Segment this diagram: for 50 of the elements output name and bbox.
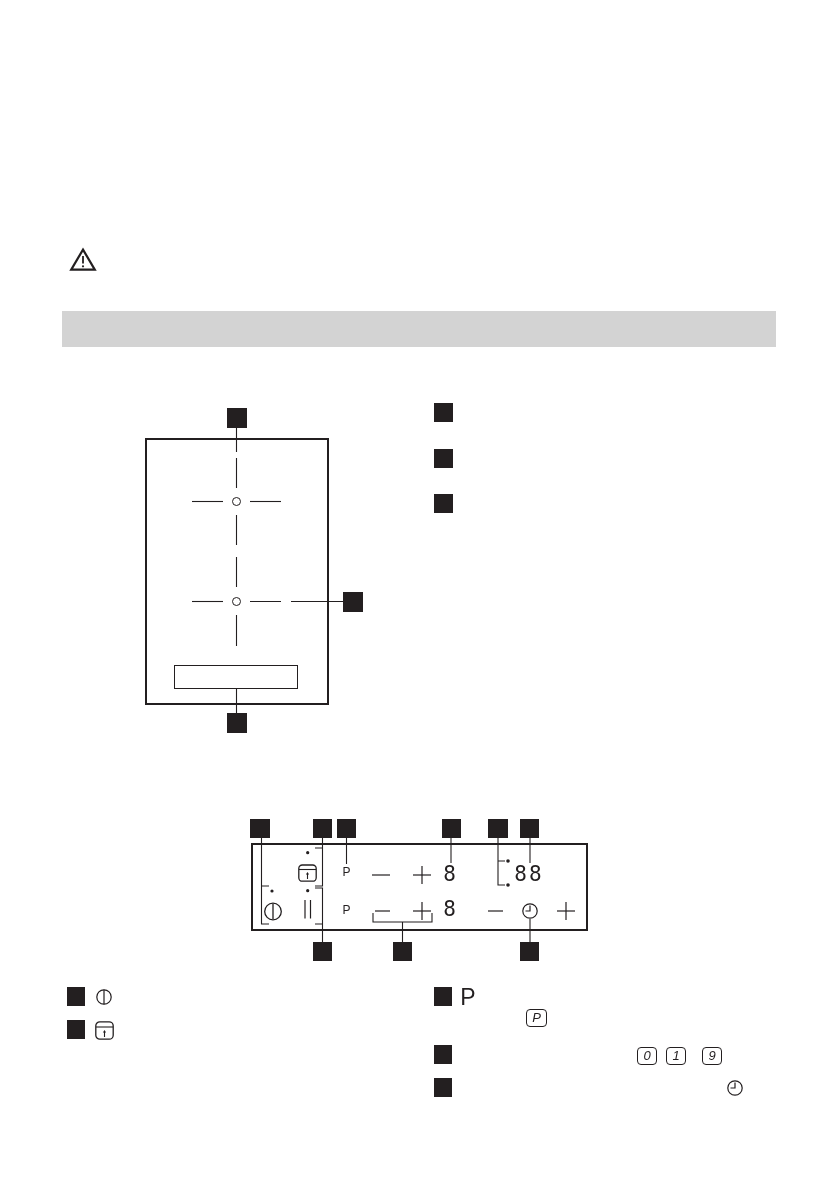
- leader-line: [314, 887, 324, 943]
- leader-line: [372, 912, 433, 943]
- callout-marker-icon: [67, 1020, 85, 1039]
- power-icon: [264, 887, 284, 921]
- leader-line: [529, 837, 531, 864]
- display-digit: 8: [443, 898, 458, 920]
- callout-marker-icon: [442, 819, 461, 838]
- callout-marker-icon: [434, 1078, 452, 1097]
- key-label: P: [341, 864, 352, 880]
- clock-icon: [522, 903, 538, 919]
- callout-marker-icon: [520, 942, 539, 961]
- hob-outline: [145, 438, 329, 705]
- display-symbol: 9: [702, 1047, 722, 1065]
- display-symbol: P: [526, 1009, 547, 1027]
- callout-marker-icon: [337, 819, 356, 838]
- display-digits: 88: [512, 863, 546, 885]
- indicator-dots-icon: [505, 858, 511, 888]
- leader-line: [450, 837, 452, 864]
- callout-marker-icon: [488, 819, 508, 838]
- callout-marker-icon: [434, 1045, 452, 1064]
- callout-marker-icon: [434, 449, 453, 468]
- heading-band: [62, 311, 776, 347]
- callout-marker-icon: [227, 713, 247, 733]
- callout-marker-icon: [393, 942, 412, 961]
- callout-marker-icon: [434, 494, 453, 513]
- leader-line: [529, 918, 531, 943]
- control-panel-outline: [251, 843, 588, 931]
- callout-marker-icon: [313, 819, 332, 838]
- callout-marker-icon: [313, 942, 332, 961]
- leader-line: [235, 688, 238, 714]
- callout-marker-icon: [434, 403, 453, 422]
- callout-marker-icon: [250, 819, 270, 838]
- display-symbol: 0: [637, 1047, 657, 1065]
- symbol-label: P: [459, 985, 477, 1009]
- pause-icon: [302, 888, 314, 919]
- lock-icon: [298, 850, 317, 882]
- callout-marker-icon: [67, 987, 85, 1006]
- callout-marker-icon: [434, 987, 452, 1006]
- leader-line: [260, 837, 270, 925]
- leader-line: [345, 837, 348, 865]
- control-panel-outline: [174, 665, 298, 689]
- callout-marker-icon: [343, 592, 363, 612]
- display-digit: 8: [443, 863, 458, 885]
- leader-line: [497, 837, 506, 886]
- leader-line: [314, 837, 324, 887]
- callout-marker-icon: [227, 408, 247, 428]
- key-label: P: [341, 902, 352, 918]
- callout-marker-icon: [520, 819, 539, 838]
- minus-plus-icon: [374, 902, 432, 920]
- display-symbol: 1: [666, 1047, 686, 1065]
